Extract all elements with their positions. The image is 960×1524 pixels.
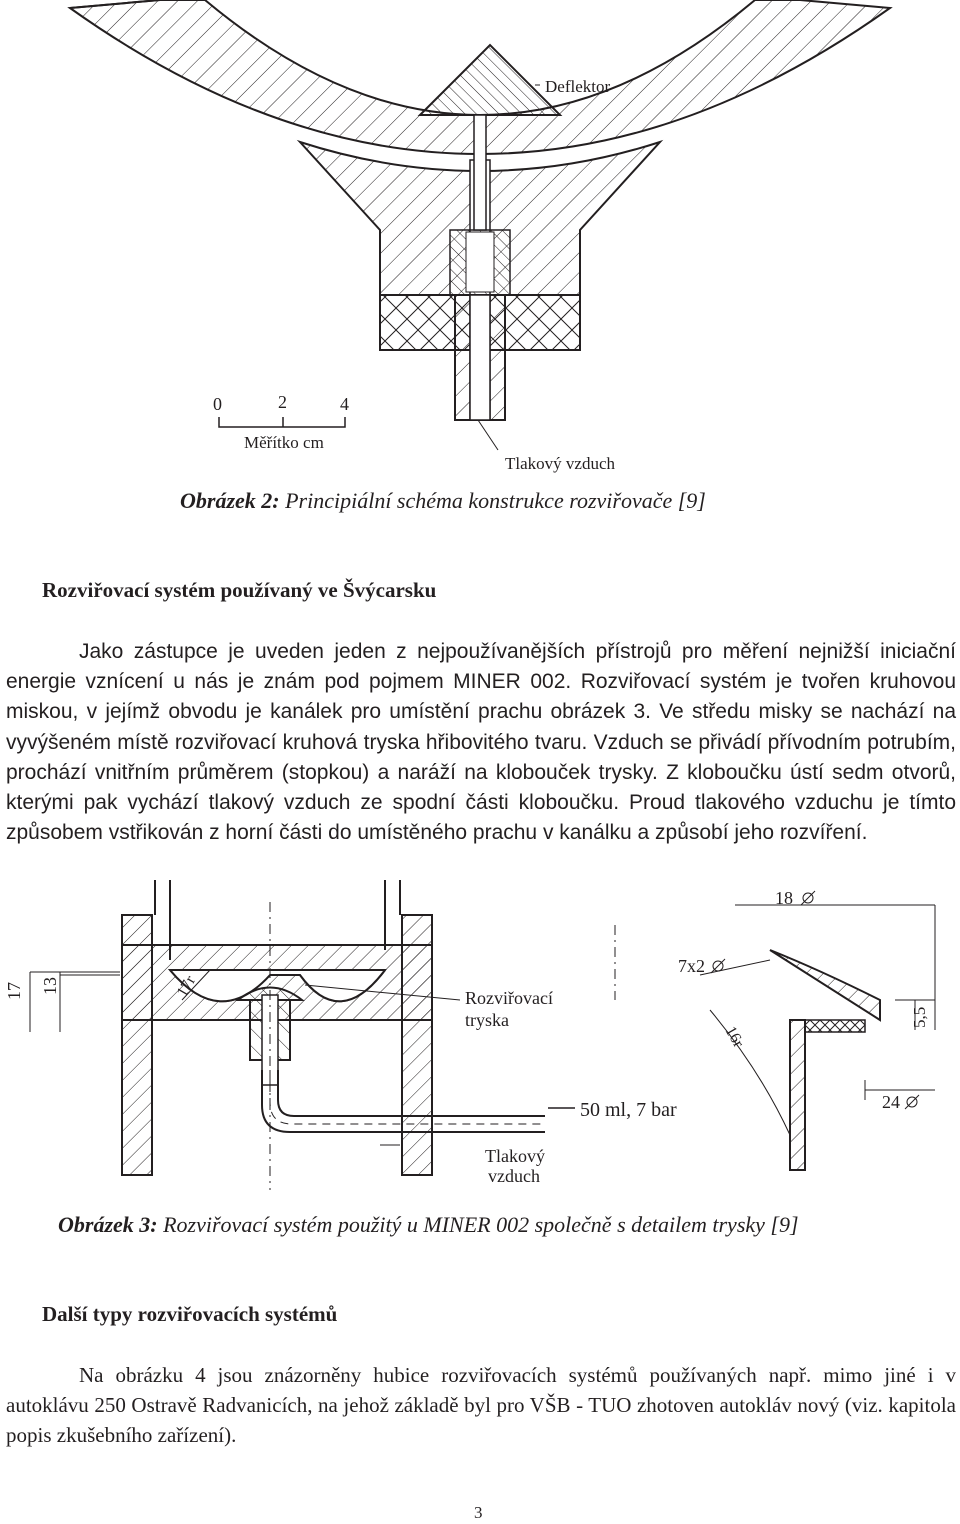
figure-3-caption-text: Rozviřovací systém použitý u MINER 002 s… <box>157 1212 799 1237</box>
section-heading-switzerland: Rozviřovací systém používaný ve Švýcarsk… <box>42 578 437 602</box>
air-label-2: vzduch <box>488 1166 540 1186</box>
scale-tick-0: 0 <box>213 394 222 414</box>
dim-7x2: 7x2 <box>678 956 705 976</box>
nozzle-detail <box>769 949 881 1022</box>
air-label: Tlakový vzduch <box>505 454 615 473</box>
dim-24: 24 <box>882 1092 900 1112</box>
figure-2-caption: Obrázek 2: Principiální schéma konstrukc… <box>180 488 706 514</box>
section-paragraph-other: Na obrázku 4 jsou znázorněny hubice rozv… <box>6 1363 956 1448</box>
air-pipe <box>261 1070 545 1133</box>
dim-17: 17 <box>4 982 24 1000</box>
nozzle-label-1: Rozviřovací <box>465 988 553 1008</box>
scale-tick-4: 4 <box>340 394 349 414</box>
page-number: 3 <box>474 1503 483 1522</box>
scale-bar <box>218 417 346 428</box>
figure-2-caption-label: Obrázek 2: <box>180 488 280 513</box>
dim-16r: 16r <box>722 1024 748 1052</box>
section-paragraph-miner: Jako zástupce je uveden jeden z nejpouží… <box>6 640 956 845</box>
bowl-wall <box>67 0 893 155</box>
dim-13: 13 <box>40 977 60 995</box>
figure-3-drawing: 17 13 17r Rozviřovací tryska Tlakový vzd… <box>4 880 936 1190</box>
dim-5-5: 5,5 <box>910 1007 929 1028</box>
scale-label: Měřítko cm <box>244 433 324 452</box>
deflektor-label: Deflektor <box>545 77 610 96</box>
section-heading-other-systems: Další typy rozviřovacích systémů <box>42 1302 338 1326</box>
dim-18: 18 <box>775 888 793 908</box>
deflector-cone <box>417 43 563 116</box>
scale-tick-2: 2 <box>278 392 287 412</box>
air-label-1: Tlakový <box>485 1146 545 1166</box>
figure-3-caption: Obrázek 3: Rozviřovací systém použitý u … <box>58 1212 799 1238</box>
figure-2-drawing: Deflektor 0 2 4 Měřítko cm Tlakový vzduc… <box>67 0 893 473</box>
nozzle-label-2: tryska <box>465 1010 509 1030</box>
figure-2-caption-text: Principiální schéma konstrukce rozviřova… <box>279 488 706 513</box>
figure-3-caption-label: Obrázek 3: <box>58 1212 158 1237</box>
volume-label: 50 ml, 7 bar <box>580 1099 677 1121</box>
